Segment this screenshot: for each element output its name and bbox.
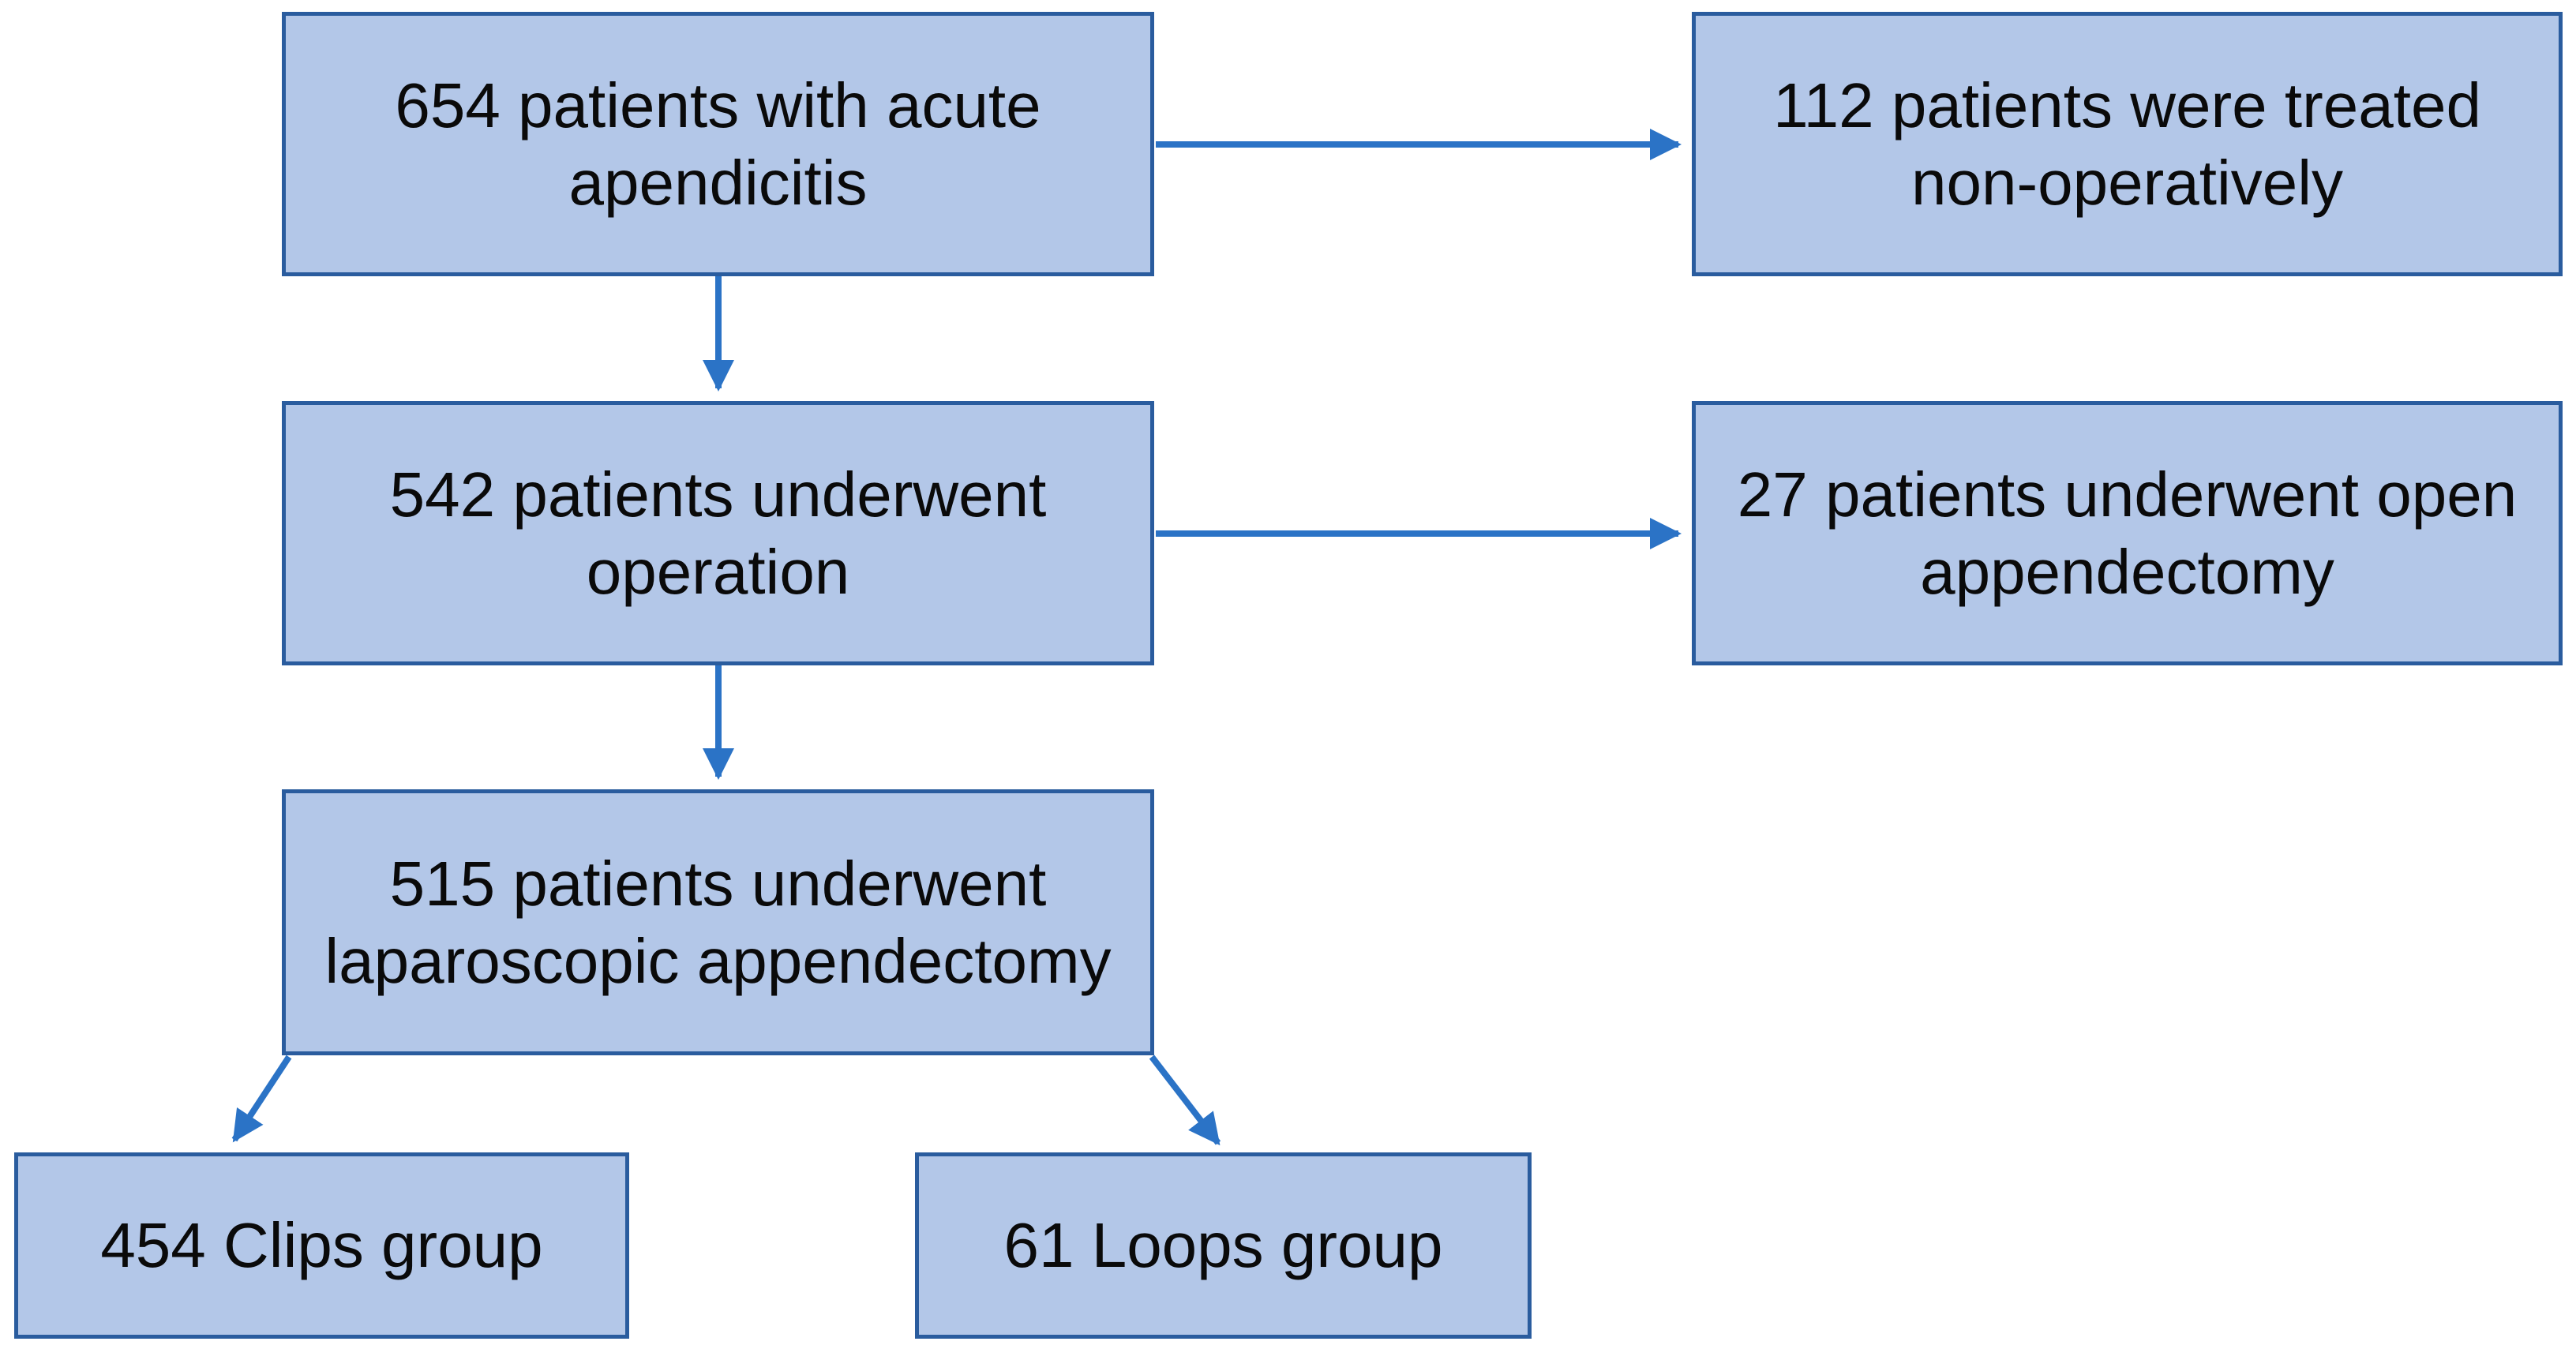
node-acute-appendicitis-label: 654 patients with acute apendicitis [390, 67, 1045, 222]
label-line: 515 patients underwent [389, 848, 1047, 919]
label-line: 454 Clips group [100, 1210, 543, 1280]
node-laparoscopic-appendectomy: 515 patients underwent laparoscopic appe… [282, 789, 1154, 1055]
node-clips-group: 454 Clips group [14, 1152, 629, 1339]
node-non-operative: 112 patients were treated non-operativel… [1692, 12, 2563, 276]
node-loops-group: 61 Loops group [915, 1152, 1532, 1339]
node-operation: 542 patients underwent operation [282, 401, 1154, 665]
label-line: operation [586, 536, 850, 607]
node-laparoscopic-appendectomy-label: 515 patients underwent laparoscopic appe… [320, 845, 1116, 1000]
node-clips-group-label: 454 Clips group [96, 1207, 547, 1284]
label-line: apendicitis [568, 147, 868, 218]
label-line: appendectomy [1920, 536, 2334, 607]
label-line: 542 patients underwent [389, 459, 1047, 530]
node-open-appendectomy-label: 27 patients underwent open appendectomy [1733, 456, 2522, 611]
arrow-laparoscopic-to-clips-group [231, 1055, 292, 1143]
node-operation-label: 542 patients underwent operation [385, 456, 1052, 611]
node-loops-group-label: 61 Loops group [999, 1207, 1447, 1284]
arrow-laparoscopic-to-loops-group [1149, 1055, 1221, 1146]
node-acute-appendicitis: 654 patients with acute apendicitis [282, 12, 1154, 276]
label-line: 61 Loops group [1003, 1210, 1443, 1280]
node-open-appendectomy: 27 patients underwent open appendectomy [1692, 401, 2563, 665]
label-line: 654 patients with acute [395, 69, 1041, 140]
label-line: 27 patients underwent open [1737, 459, 2518, 530]
label-line: laparoscopic appendectomy [324, 925, 1112, 996]
label-line: 112 patients were treated [1773, 69, 2481, 140]
node-non-operative-label: 112 patients were treated non-operativel… [1768, 67, 2486, 222]
label-line: non-operatively [1911, 147, 2343, 218]
